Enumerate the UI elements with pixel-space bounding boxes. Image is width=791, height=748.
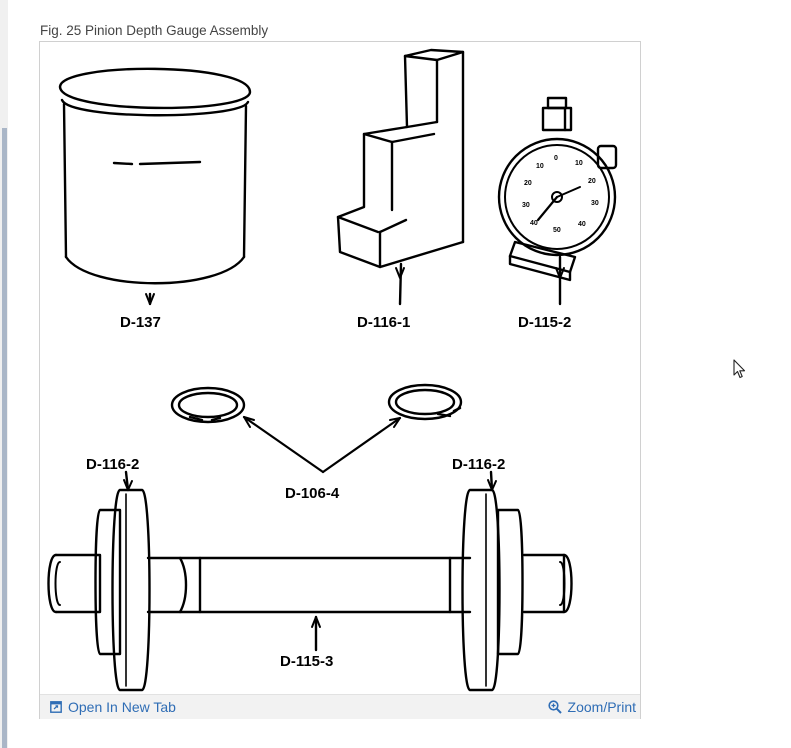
open-in-new-tab-link[interactable]: Open In New Tab [50, 699, 176, 715]
dial-number: 30 [591, 200, 599, 207]
dial-number: 0 [554, 155, 558, 162]
dial-number: 40 [578, 221, 586, 228]
mouse-pointer-icon [733, 359, 746, 379]
dial-number: 20 [588, 178, 596, 185]
label-d115-3: D-115-3 [280, 653, 333, 670]
dial-number: 10 [536, 163, 544, 170]
external-window-icon [50, 701, 62, 713]
dial-number: 10 [575, 160, 583, 167]
zoom-print-link[interactable]: Zoom/Print [547, 699, 636, 715]
label-d116-2-left: D-116-2 [86, 456, 139, 473]
dial-number: 20 [524, 180, 532, 187]
stepped-block-d116-1 [336, 48, 465, 306]
gauge-dial-numbers: 0 10 20 30 40 50 40 30 20 10 [522, 155, 599, 234]
window-left-edge [0, 0, 8, 748]
dial-gauge-d115-2 [497, 96, 618, 306]
shaft-assembly-d115-3 [47, 470, 573, 692]
dial-number: 30 [522, 202, 530, 209]
label-d137: D-137 [120, 314, 161, 331]
pinion-depth-gauge-illustration: 0 10 20 30 40 50 40 30 20 10 D-137 D-116… [47, 48, 618, 692]
magnifier-plus-icon [547, 700, 562, 714]
dial-number: 50 [553, 227, 561, 234]
snap-rings-d106-4 [170, 383, 463, 474]
label-d116-1: D-116-1 [357, 314, 410, 331]
dial-number: 40 [530, 220, 538, 227]
figure-panel: 0 10 20 30 40 50 40 30 20 10 D-137 D-116… [39, 41, 641, 719]
cylinder-d137 [58, 67, 252, 306]
label-d116-2-right: D-116-2 [452, 456, 505, 473]
label-d106-4: D-106-4 [285, 485, 340, 502]
figure-toolbar: Open In New Tab Zoom/Print [40, 694, 640, 719]
zoom-print-label: Zoom/Print [567, 699, 636, 715]
open-in-new-tab-label: Open In New Tab [68, 699, 176, 715]
figure-caption: Fig. 25 Pinion Depth Gauge Assembly [40, 23, 269, 38]
label-d115-2: D-115-2 [518, 314, 571, 331]
scroll-indicator [2, 128, 7, 748]
